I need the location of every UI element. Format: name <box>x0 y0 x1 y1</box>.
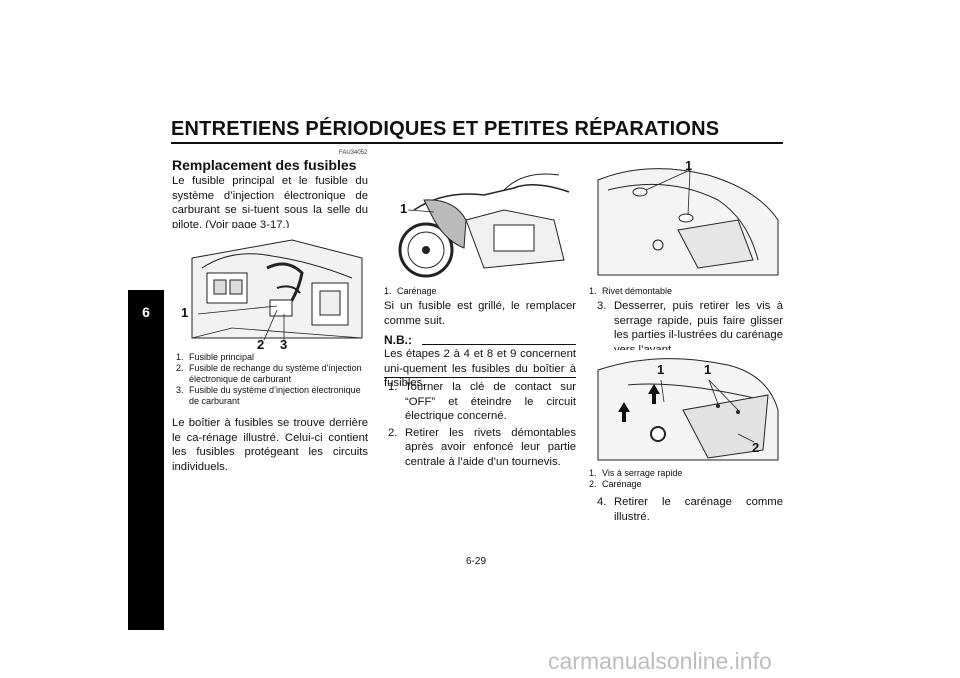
steps-list: 1.Tourner la clé de contact sur “OFF” et… <box>388 380 576 470</box>
callout-1: 1 <box>685 158 693 173</box>
callout-1: 1 <box>657 362 665 377</box>
page-title: ENTRETIENS PÉRIODIQUES ET PETITES RÉPARA… <box>171 118 720 140</box>
watermark[interactable]: carmanualsonline.info <box>548 648 772 674</box>
step-4: 4.Retirer le carénage comme illustré. <box>597 495 783 524</box>
callout-1: 1 <box>181 305 189 320</box>
section-heading: Remplacement des fusibles <box>172 157 357 173</box>
reference-code: FAU34052 <box>339 150 368 156</box>
nb-rule <box>422 344 576 345</box>
figure-caption: 1.Fusible principal 2.Fusible de rechang… <box>176 352 368 407</box>
paragraph: Le boîtier à fusibles se trouve derrière… <box>172 417 368 473</box>
quick-screws-figure <box>588 350 783 462</box>
title-rule <box>171 142 783 144</box>
paragraph: Si un fusible est grillé, le remplacer c… <box>384 300 576 327</box>
figure-caption: 1.Rivet démontable <box>589 286 781 297</box>
callout-1: 1 <box>704 362 712 377</box>
chapter-tab[interactable]: 6 <box>128 290 164 630</box>
caption-item: 1.Rivet démontable <box>589 286 673 296</box>
step-item: 1.Tourner la clé de contact sur “OFF” et… <box>388 381 576 423</box>
caption-item: 1.Carénage <box>384 286 437 296</box>
fuse-box-figure <box>172 228 368 348</box>
motorcycle-figure <box>384 150 576 278</box>
callout-1: 1 <box>400 201 408 216</box>
callout-3: 3 <box>280 337 288 352</box>
page-number: 6-29 <box>466 556 487 567</box>
step-3: 3.Desserrer, puis retirer les vis à serr… <box>597 299 783 357</box>
figure-caption: 1.Vis à serrage rapide 2.Carénage <box>589 468 781 490</box>
callout-2: 2 <box>257 337 265 352</box>
nb-end-rule <box>384 377 576 378</box>
nb-label: N.B.: <box>384 333 412 347</box>
caption-item: 3.Fusible du système d’injection électro… <box>176 385 361 406</box>
caption-item: 1.Vis à serrage rapide <box>589 468 683 478</box>
intro-paragraph: Le fusible principal et le fusible du sy… <box>172 175 368 231</box>
caption-item: 2.Carénage <box>589 479 642 489</box>
step-item: 2.Retirer les rivets démontables après a… <box>388 426 576 468</box>
caption-item: 1.Fusible principal <box>176 352 255 362</box>
chapter-tab-number: 6 <box>142 304 150 320</box>
step-item: 4.Retirer le carénage comme illustré. <box>597 496 783 523</box>
rivet-figure <box>588 150 783 278</box>
nb-text: Les étapes 2 à 4 et 8 et 9 concernent un… <box>384 348 576 390</box>
callout-2: 2 <box>752 440 760 455</box>
figure-caption: 1.Carénage <box>384 286 576 297</box>
caption-item: 2.Fusible de rechange du système d’injec… <box>176 363 362 384</box>
step-item: 3.Desserrer, puis retirer les vis à serr… <box>597 300 783 356</box>
